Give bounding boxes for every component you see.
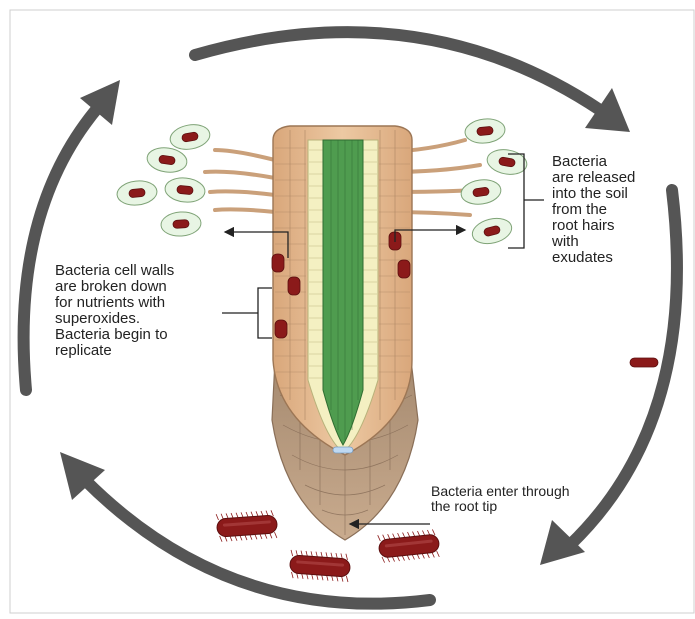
bacterium (275, 320, 287, 338)
vascular-cylinder (323, 140, 363, 445)
hair-cell (470, 215, 515, 248)
bacterium (288, 277, 300, 295)
hair-cell (168, 122, 212, 153)
bacterium-drifting (630, 358, 658, 367)
bacterium (173, 219, 190, 228)
cycle-arrow-top (195, 32, 630, 132)
label-bacteria-released: Bacteria are released into the soil from… (552, 154, 662, 266)
flagellated-bacterium (216, 510, 278, 542)
label-bacteria-enter-root-tip: Bacteria enter through the root tip (431, 484, 631, 514)
hair-cells-right (460, 117, 529, 248)
hair-cell (464, 117, 506, 145)
hair-cell (116, 179, 158, 207)
bacterium (272, 254, 284, 272)
hair-cell (164, 176, 206, 204)
hair-cell (146, 145, 189, 174)
label-cell-walls-broken-down: Bacteria cell walls are broken down for … (55, 263, 245, 359)
flagellated-bacterium (378, 529, 441, 563)
bracket-left (258, 288, 272, 338)
hair-cell (460, 177, 503, 206)
bacterium (177, 185, 194, 195)
bacterium (477, 126, 494, 136)
hair-cell (160, 211, 202, 238)
meristem (333, 447, 353, 453)
bacterium (129, 188, 146, 198)
hair-cell (485, 147, 529, 178)
hair-cells-left (116, 122, 212, 238)
flagellated-bacterium (289, 550, 351, 582)
bacterium (398, 260, 410, 278)
